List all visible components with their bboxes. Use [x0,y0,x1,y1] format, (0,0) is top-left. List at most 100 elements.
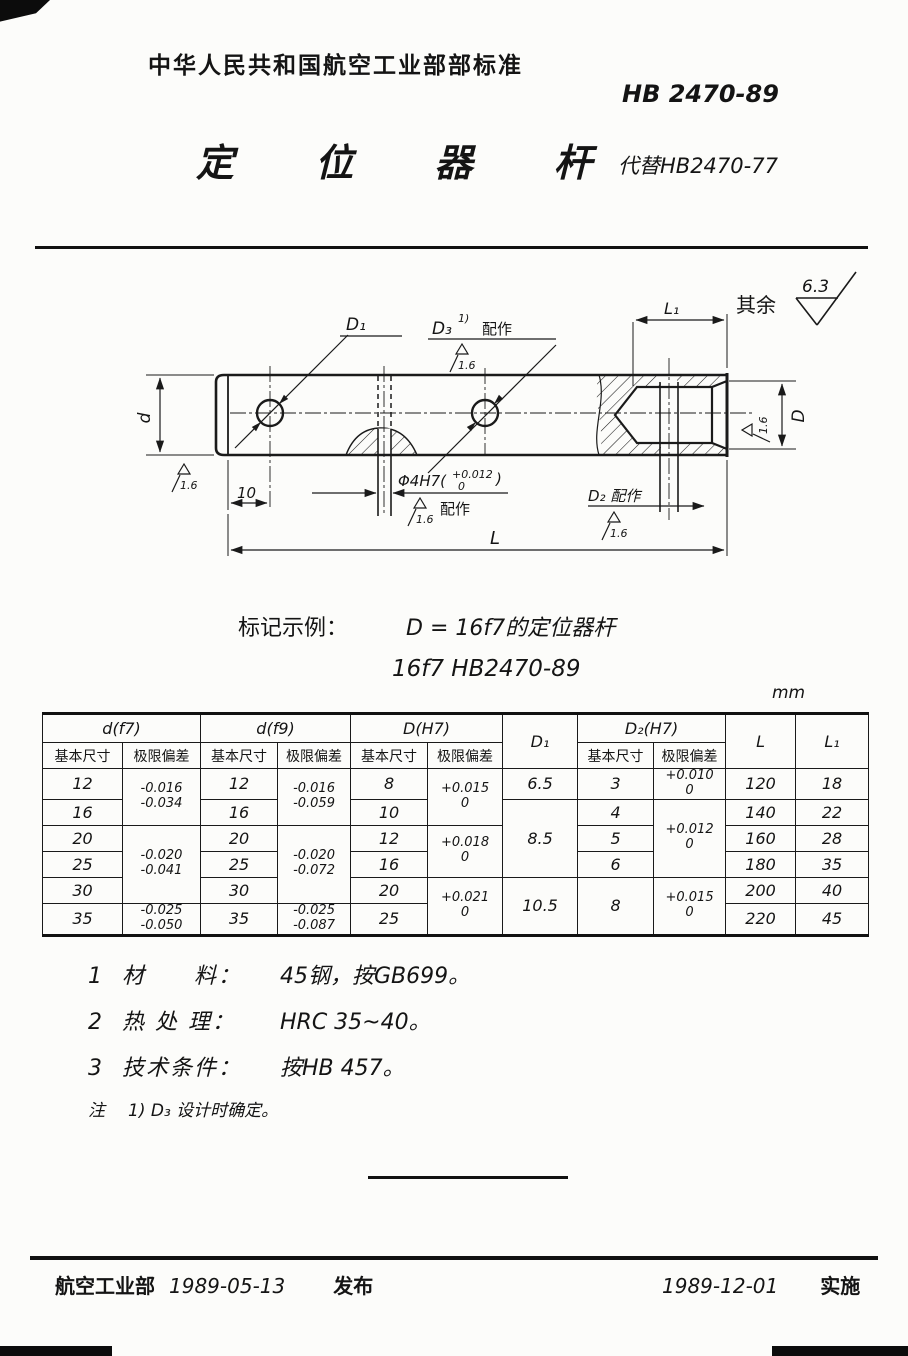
footer-issuer: 航空工业部 [55,1274,155,1298]
label-dim-L: L [490,528,500,549]
finish-mark-d2: 1.6 [601,510,628,541]
table-cell: +0.012 0 [653,798,727,878]
table-cell: 20 [200,824,279,852]
table-cell: 20 [350,876,429,904]
table-group-header-row: d(f7) d(f9) D(H7) D₁ D₂(H7) L L₁ [41,713,870,769]
table-cell: 28 [795,824,870,852]
table-header-cell: L₁ [795,713,870,769]
footer-impl-label: 实施 [820,1274,861,1298]
svg-text:0: 0 [458,480,465,493]
finish-mark-d3: 1.6 [449,342,476,373]
table-header-cell: 极限偏差 [653,742,727,769]
table-header-cell: 极限偏差 [427,742,504,769]
table-cell: 6.5 [502,768,579,800]
table-cell: 30 [42,876,123,904]
table-cell: 20 [42,824,123,852]
hole-d3-circle [470,398,500,428]
scan-artifact-bottom-left [0,1346,112,1356]
table-cell: 6 [577,850,655,878]
table-cell: 180 [725,850,797,878]
default-roughness: 其余 6.3 [736,271,857,326]
table-cell: 12 [350,824,429,852]
table-cell: 10.5 [502,876,579,936]
standard-number: HB 2470-89 [622,80,779,108]
center-lines [230,358,752,520]
table-cell: 22 [795,798,870,826]
table-row: 12 -0.016 -0.034 12 -0.016 -0.059 8 +0.0… [42,768,870,826]
note-number: 3 [88,1056,102,1081]
table-cell: 35 [200,902,279,936]
table-cell: 45 [795,902,870,936]
table-header-cell: D(H7) [350,713,504,743]
table-header-cell: D₁ [502,713,579,769]
table-cell: -0.025 -0.087 [277,902,352,936]
footer-impl-date: 1989-12-01 [662,1274,779,1298]
table-cell: 25 [42,850,123,878]
label-hole-d3: D₃ 1) 配作 [432,312,512,339]
table-cell: 120 [725,768,797,800]
table-cell: 35 [795,850,870,878]
table-header-cell: 极限偏差 [121,742,202,769]
table-cell: 220 [725,902,797,936]
svg-text:其余: 其余 [736,293,776,317]
table-cell: 12 [200,768,279,800]
table-sub-header-row: 基本尺寸 极限偏差 基本尺寸 极限偏差 基本尺寸 极限偏差 基本尺寸 极限偏差 [42,742,869,769]
table-header-cell: D₂(H7) [577,713,727,743]
svg-text:1.6: 1.6 [416,513,434,526]
label-dim-10: 10 [237,484,256,502]
note-number: 1 [88,964,102,989]
table-row: 30 30 20 +0.021 0 10.5 8 +0.015 0 200 40 [42,876,870,936]
table-cell: -0.020 -0.072 [277,824,352,904]
table-header-cell: d(f9) [200,713,352,743]
bore-outline [613,379,728,451]
note-material: 1 材 料： 45钢，按GB699。 [88,958,470,990]
table-cell: 35 [42,902,123,936]
svg-text:D₃: D₃ [432,319,452,339]
table-cell: 25 [200,850,279,878]
broken-out-section [344,427,419,456]
table-cell: +0.021 0 [427,876,504,936]
dimension-table: d(f7) d(f9) D(H7) D₁ D₂(H7) L L₁ 基本尺寸 极限… [41,712,870,937]
finish-mark-bore: 1.6 [740,417,771,443]
finish-mark-phi4: 1.6 [407,496,434,527]
svg-text:配作: 配作 [482,320,512,338]
hole-d1-circle [255,398,285,428]
roughness-symbol [795,271,857,326]
table-cell: 30 [200,876,279,904]
svg-text:1.6: 1.6 [458,359,476,372]
note-text: 1) D₃ 设计时确定。 [128,1101,279,1121]
table-cell: 16 [42,798,123,826]
table-cell: 8 [577,876,655,936]
note-footnote: 注 1) D₃ 设计时确定。 [88,1096,470,1121]
label-dim-L1: L₁ [664,299,679,318]
svg-text:Φ4H7(: Φ4H7( [398,472,447,490]
table-cell: 8 [350,768,429,800]
table-cell: 40 [795,876,870,904]
table-unit: mm [772,683,806,703]
note-title: 材 料： [122,964,243,989]
table-cell: +0.010 0 [653,768,727,800]
table-cell: 10 [350,798,429,826]
table-header-cell: 基本尺寸 [200,742,279,769]
table-cell: 8.5 [502,798,579,878]
label-hole-d2: D₂ 配作 [588,487,642,505]
table-cell: 3 [577,768,655,800]
table-cell: 200 [725,876,797,904]
footer-issue-date: 1989-05-13 [169,1274,286,1298]
label-phi4: Φ4H7( +0.012 0 ) 配作 [398,468,502,518]
table-header-cell: 基本尺寸 [42,742,123,769]
footer-rule [30,1256,878,1260]
note-label: 注 [88,1101,105,1121]
svg-text:+0.012: +0.012 [452,468,493,481]
marking-example: 标记示例： D = 16f7的定位器杆 [238,610,615,642]
svg-text:1.6: 1.6 [180,479,198,492]
rod-outline [214,373,729,516]
marking-example-label: 标记示例： [238,616,349,641]
note-heat-treatment: 2 热 处 理： HRC 35~40。 [88,1004,470,1036]
table-row: 20 -0.020 -0.041 20 -0.020 -0.072 12 +0.… [42,824,870,904]
svg-text:1): 1) [458,312,469,325]
note-number: 2 [88,1010,102,1035]
footer-issue-label: 发布 [333,1274,374,1298]
org-title: 中华人民共和国航空工业部部标准 [148,53,523,79]
svg-text:配作: 配作 [440,500,470,518]
